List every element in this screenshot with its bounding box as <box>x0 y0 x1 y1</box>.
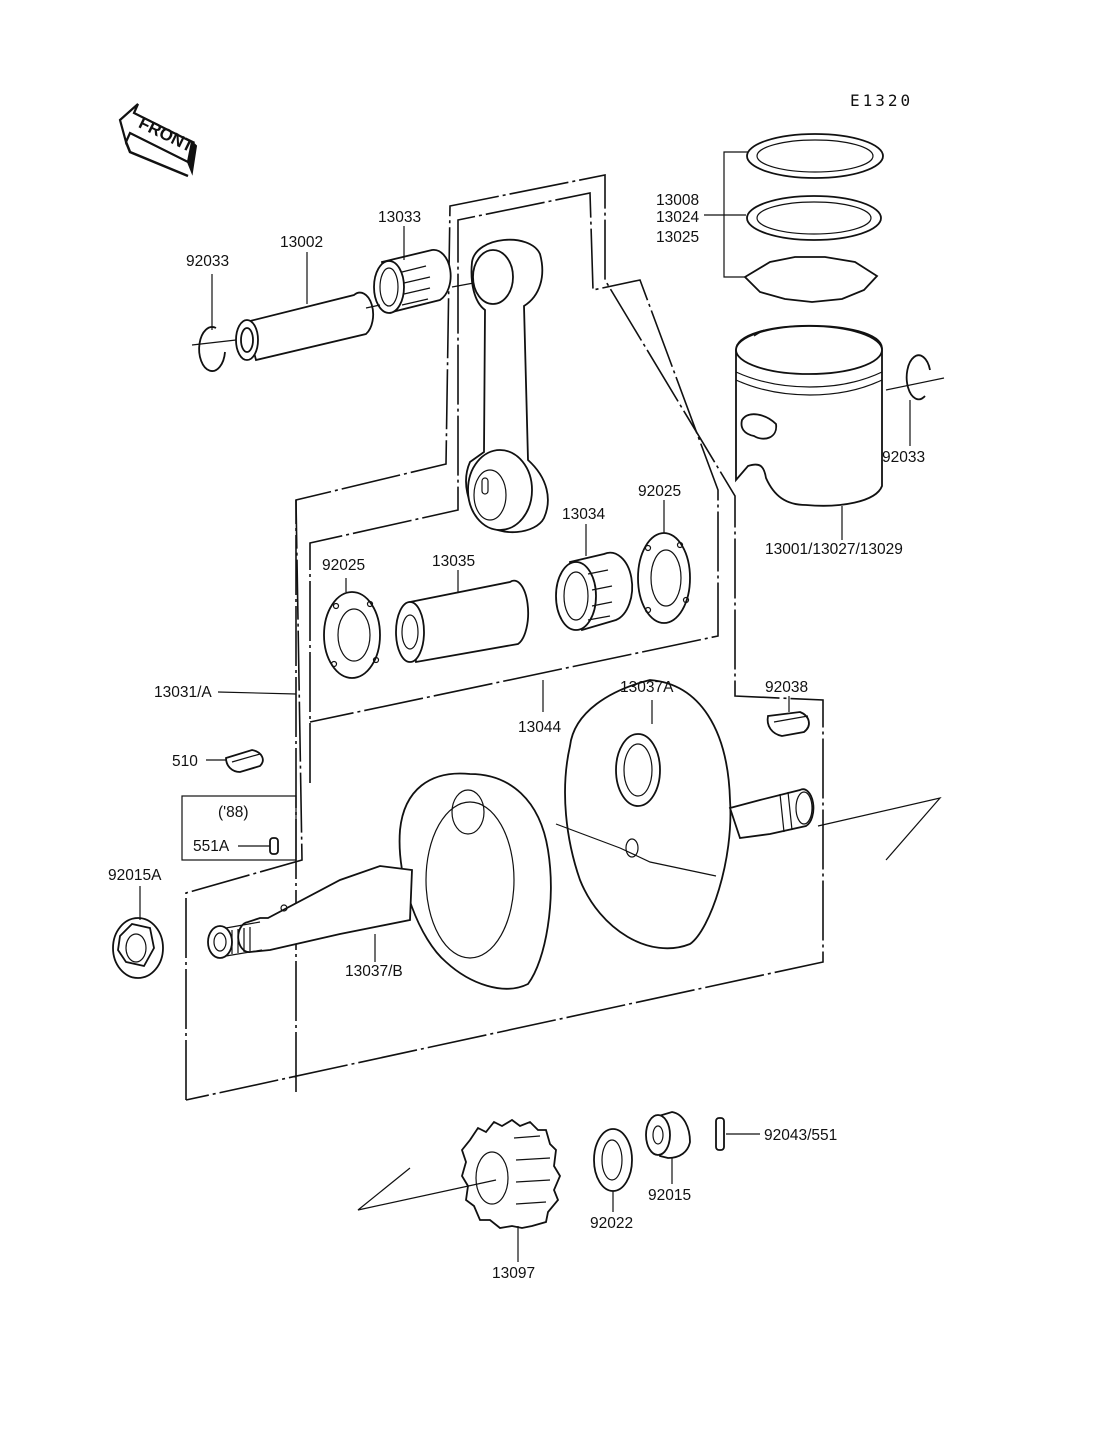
crankshaft-right-half: 13037A <box>555 679 942 950</box>
label-92033-right: 92033 <box>882 449 925 466</box>
nut-92015a: 92015A <box>108 867 164 979</box>
nut-92015: 92015 <box>645 1111 691 1204</box>
piston-pin: 13002 <box>235 234 375 362</box>
label-year-88: ('88) <box>218 804 249 821</box>
label-13097: 13097 <box>492 1265 535 1282</box>
connecting-rod <box>465 238 549 534</box>
label-13037b: 13037/B <box>345 963 403 980</box>
figure-code: E1320 <box>850 91 913 110</box>
circlip-left: 92033 <box>186 253 237 372</box>
label-92022: 92022 <box>590 1215 633 1232</box>
label-510: 510 <box>172 753 198 770</box>
big-end-bearing: 13034 <box>555 506 634 632</box>
label-92043: 92043/551 <box>764 1127 837 1144</box>
label-13044: 13044 <box>518 719 561 736</box>
label-92015a: 92015A <box>108 867 162 884</box>
piston-rings: 13008 13024 13025 <box>656 133 884 303</box>
label-13002: 13002 <box>280 234 323 251</box>
conrod-assembly-boundary <box>185 174 824 1101</box>
label-92015: 92015 <box>648 1187 691 1204</box>
label-13035: 13035 <box>432 553 475 570</box>
label-piston: 13001/13027/13029 <box>765 541 903 558</box>
crankshaft-left-half: 13037/B <box>207 772 552 990</box>
label-13033: 13033 <box>378 209 421 226</box>
label-551a: 551A <box>193 838 230 855</box>
thrust-washer-right: 92025 <box>637 483 691 624</box>
small-end-bearing: 13033 <box>365 209 491 314</box>
label-13024: 13024 <box>656 209 699 226</box>
label-13037a: 13037A <box>620 679 674 696</box>
label-92038: 92038 <box>765 679 808 696</box>
piston: 13001/13027/13029 <box>735 324 903 558</box>
circlip-right: 92033 <box>882 354 945 466</box>
label-13034: 13034 <box>562 506 605 523</box>
label-92033-left: 92033 <box>186 253 229 270</box>
thrust-washer-left: 92025 <box>322 557 381 679</box>
front-arrow-icon: FRONT <box>118 103 197 178</box>
woodruff-key-92038: 92038 <box>765 679 810 737</box>
label-92025-right: 92025 <box>638 483 681 500</box>
label-13008: 13008 <box>656 192 699 209</box>
crank-gear: 13097 <box>357 1118 562 1282</box>
label-13025: 13025 <box>656 229 699 246</box>
pin-92043: 92043/551 <box>715 1117 837 1151</box>
year-note-box: ('88) 551A <box>181 795 297 861</box>
label-92025-left: 92025 <box>322 557 365 574</box>
woodruff-key-510: 510 <box>172 749 264 773</box>
crank-pin: 13035 <box>395 553 530 664</box>
label-13031a: 13031/A <box>154 684 212 701</box>
washer-92022: 92022 <box>590 1128 633 1232</box>
